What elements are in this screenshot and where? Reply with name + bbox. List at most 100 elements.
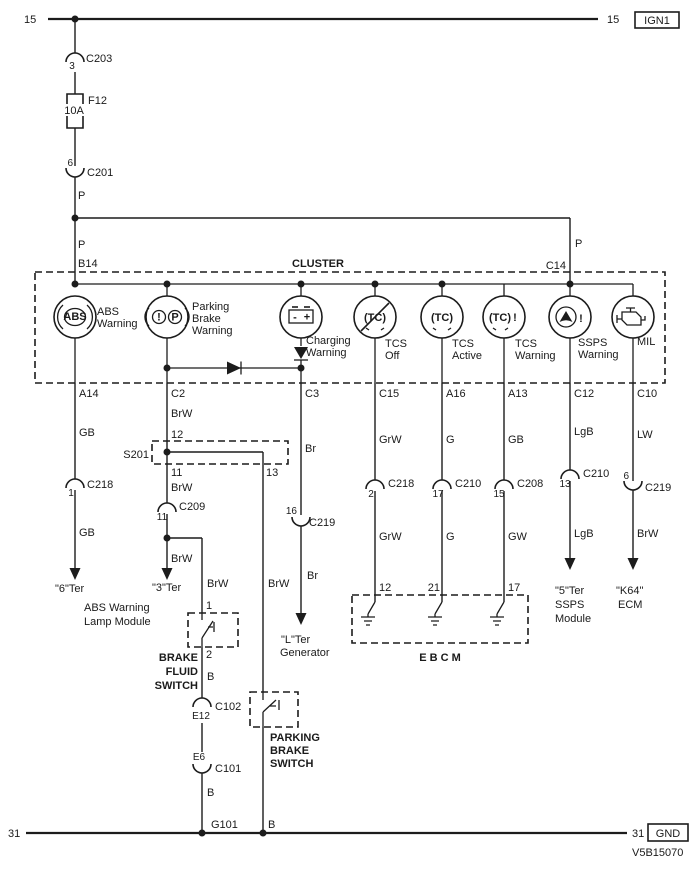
exit-c2: C2: [171, 388, 185, 400]
wire-b-pbs: B: [268, 819, 275, 831]
dest-lter-1: "L"Ter: [281, 634, 311, 646]
exit-a13: A13: [508, 388, 528, 400]
ebcm-pin-21: 21: [428, 582, 440, 594]
parking-excl-text: !: [157, 312, 161, 324]
dest-3ter: "3"Ter: [152, 582, 182, 594]
mil-label: MIL: [637, 336, 655, 348]
gnd-tag-label: GND: [656, 828, 681, 840]
rail-15-right-label: 15: [607, 14, 619, 26]
wire-brw-3: BrW: [171, 553, 193, 565]
wire-brw-mil: BrW: [637, 528, 659, 540]
exit-a14: A14: [79, 388, 99, 400]
abs-module-label-2: Lamp Module: [84, 616, 151, 628]
dest-5ter-1: "5"Ter: [555, 585, 585, 597]
c102-e12-label: E12: [192, 711, 210, 722]
connector-c219-6-icon: [623, 480, 643, 491]
exit-a16: A16: [446, 388, 466, 400]
c219-6-label: C219: [645, 482, 671, 494]
connector-c102-icon: [192, 697, 212, 708]
c219-6-pin: 6: [623, 471, 629, 482]
wire-gb-2: GB: [79, 527, 95, 539]
rail-31-left-label: 31: [8, 828, 20, 840]
c219-16-pin: 16: [286, 506, 298, 517]
c210-17-label: C210: [455, 478, 481, 490]
ssps-label-2: Warning: [578, 349, 619, 361]
battery-minus-text: -: [293, 312, 297, 324]
c208-label: C208: [517, 478, 543, 490]
column-parking: C2 BrW 12 S201 11 13 BrW 11 C209 BrW "3"…: [123, 383, 289, 594]
arrow-down-icon: [161, 568, 173, 580]
pbs-label-3: SWITCH: [270, 758, 313, 770]
c101-label: C101: [215, 763, 241, 775]
wire-lgb-2: LgB: [574, 528, 594, 540]
wire-brw-2: BrW: [171, 482, 193, 494]
arrow-down-icon: [69, 568, 81, 580]
bfs-label-3: SWITCH: [155, 680, 198, 692]
c210-13-label: C210: [583, 468, 609, 480]
ebcm-module: E B C M: [351, 594, 529, 664]
wire-g-2: G: [446, 531, 455, 543]
tcs-warning-excl-text: !: [513, 312, 517, 324]
abs-label-2: Warning: [97, 318, 138, 330]
c101-e6-label: E6: [193, 752, 206, 763]
bfs-pin-2: 2: [206, 649, 212, 661]
dest-5ter-3: Module: [555, 613, 591, 625]
ign1-tag-box: [634, 11, 680, 29]
parking-label-1: Parking: [192, 301, 229, 313]
wire-p-label-1: P: [78, 190, 85, 202]
arrow-down-icon: [564, 558, 576, 570]
column-tcs-warning: A13 GB 15 C208 GW 17: [493, 383, 543, 602]
c210-17-pin: 17: [432, 489, 444, 500]
cluster-box: CLUSTER ABS ABS Warning: [34, 258, 666, 384]
dest-k64-1: "K64": [616, 585, 643, 597]
ssps-warning-lamp-icon: !: [548, 295, 592, 339]
connector-c101-icon: [192, 763, 212, 774]
c209-pin: 11: [157, 512, 168, 523]
doc-number: V5B15070: [632, 847, 683, 859]
tcs-active-label-2: Active: [452, 350, 482, 362]
wire-lw: LW: [637, 429, 653, 441]
parking-brake-switch-box: [249, 691, 299, 728]
tcs-active-label-1: TCS: [452, 338, 474, 350]
pbs-label-2: BRAKE: [270, 745, 309, 757]
abs-icon-text: ABS: [63, 311, 86, 323]
ebcm-pin-12: 12: [379, 582, 391, 594]
ebcm-ground-switch-icons: [361, 601, 505, 626]
connector-c209-icon: [157, 502, 177, 513]
wire-grw-1: GrW: [379, 434, 402, 446]
wire-gb-1: GB: [79, 427, 95, 439]
wire-p-label-2: P: [78, 239, 85, 251]
wire-b-1: B: [207, 671, 214, 683]
bfs-label-1: BRAKE: [159, 652, 198, 664]
column-charging: C3 Br 16 C219 Br "L"Ter Generator: [280, 383, 335, 659]
tcs-warning-icon-text: (TC): [489, 312, 511, 324]
splice-s201-label: S201: [123, 449, 149, 461]
tcs-off-label-1: TCS: [385, 338, 407, 350]
connector-c218-2-icon: [365, 479, 385, 490]
connector-c210-13-icon: [560, 469, 580, 480]
parking-p-text: P: [171, 312, 178, 324]
splice-pin-in: 12: [171, 429, 183, 441]
g101-junction-dot: [198, 829, 206, 837]
connector-c203-icon: [65, 52, 85, 63]
junction-dot: [259, 829, 267, 837]
cluster-outline: [34, 271, 666, 384]
parking-label-3: Warning: [192, 325, 233, 337]
arrow-down-icon: [627, 558, 639, 570]
column-tcs-active: A16 G 17 C210 G 21: [428, 383, 481, 602]
c208-pin: 15: [493, 489, 505, 500]
connector-c210-17-icon: [432, 479, 452, 490]
rail-15-left-label: 15: [24, 14, 36, 26]
wire-b-2: B: [207, 787, 214, 799]
ebcm-box: [351, 594, 529, 644]
tcs-warning-lamp-icon: (TC) !: [482, 295, 526, 339]
dest-6ter: "6"Ter: [55, 583, 85, 595]
column-mil: C10 LW 6 C219 BrW "K64" ECM: [616, 383, 671, 611]
abs-module-label-1: ABS Warning: [84, 602, 150, 614]
ign1-tag-label: IGN1: [644, 15, 670, 27]
wire-brw-1: BrW: [171, 408, 193, 420]
exit-c3: C3: [305, 388, 319, 400]
mil-lamp-icon: [611, 295, 655, 339]
bfs-pin-1: 1: [206, 600, 212, 612]
